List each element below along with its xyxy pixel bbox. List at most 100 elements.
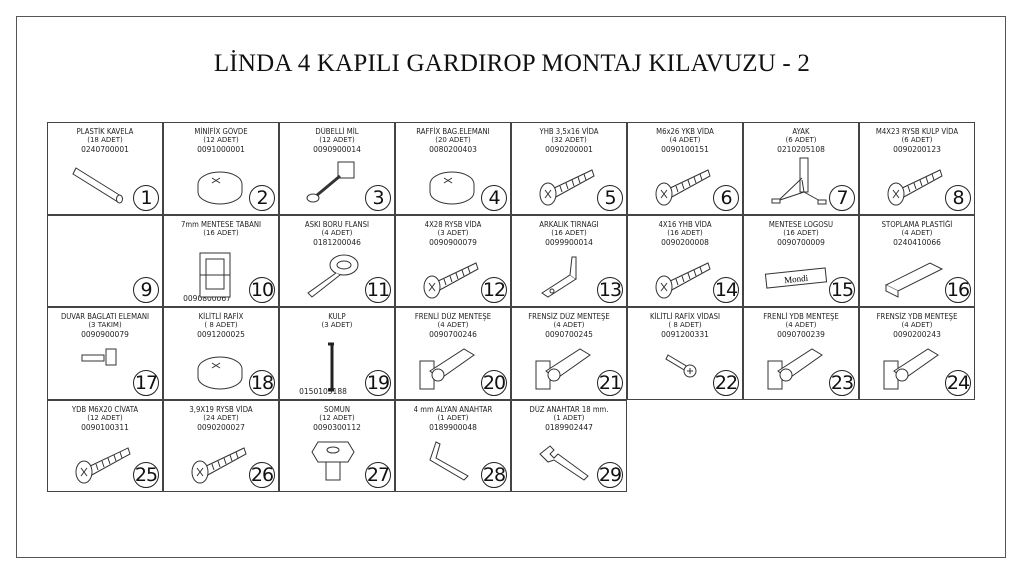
part-code: 0090200243 xyxy=(893,330,941,339)
part-code: 0210205108 xyxy=(777,145,825,154)
part-name: SOMUN xyxy=(324,404,350,414)
part-number-badge: 7 xyxy=(829,184,855,211)
part-code: 0090800067 xyxy=(183,294,231,303)
part-number-badge: 25 xyxy=(133,462,159,488)
small-screw-icon xyxy=(665,354,697,378)
part-name: DUVAR BAGLATI ELEMANI xyxy=(60,312,150,321)
part-number-badge: 2 xyxy=(249,184,275,211)
screw-icon xyxy=(191,446,247,483)
part-quantity: (16 ADET) xyxy=(203,228,239,237)
part-code: 0090900079 xyxy=(81,330,129,339)
part-name: STOPLAMA PLASTİĞİ xyxy=(881,219,953,229)
part-name: 3,9X19 RYSB VİDA xyxy=(189,404,253,414)
part-code: 0099900014 xyxy=(545,237,593,247)
part-code: 0090100151 xyxy=(661,145,709,154)
logo-text: Mondi xyxy=(784,272,809,285)
part-name: FRENSİZ YDB MENTEŞE xyxy=(876,312,958,321)
part-cell-29: DÜZ ANAHTAR 18 mm.(1 ADET)0189902447 29 xyxy=(511,399,627,492)
page-title: LİNDA 4 KAPILI GARDIROP MONTAJ KILAVUZU … xyxy=(213,50,811,77)
part-code: 0090200027 xyxy=(197,422,245,432)
part-quantity: (4 ADET) xyxy=(785,321,817,329)
screw-icon xyxy=(539,169,595,206)
part-quantity: (4 ADET) xyxy=(553,321,585,329)
part-code: 0090100311 xyxy=(81,422,129,432)
part-code: 0090700246 xyxy=(429,330,477,339)
part-code: 0091200331 xyxy=(661,330,709,339)
part-number-badge: 6 xyxy=(713,184,739,211)
part-code: 0189902447 xyxy=(545,422,593,432)
part-name: ASKI BORU FLANSI xyxy=(304,219,370,229)
part-number-badge: 20 xyxy=(481,369,507,396)
part-quantity: (4 ADET) xyxy=(321,228,353,237)
part-name: YDB M6X20 CİVATA xyxy=(71,404,139,414)
part-quantity: (18 ADET) xyxy=(87,136,123,144)
part-number-badge: 29 xyxy=(597,462,623,488)
part-code: 0090900014 xyxy=(313,145,361,154)
part-number-badge: 21 xyxy=(597,369,623,396)
part-quantity: (4 ADET) xyxy=(901,228,933,237)
part-number-badge: 15 xyxy=(829,277,855,303)
bracket-icon xyxy=(541,256,577,298)
part-name: DÜZ ANAHTAR 18 mm. xyxy=(529,404,609,414)
part-quantity: (12 ADET) xyxy=(319,136,355,144)
hinge-icon xyxy=(767,348,823,390)
logo-plate-icon: Mondi xyxy=(764,266,828,289)
part-name: AYAK xyxy=(792,127,810,136)
part-quantity: (12 ADET) xyxy=(87,413,123,422)
part-quantity: (6 ADET) xyxy=(785,136,817,144)
part-cell-9: 9 xyxy=(47,214,163,307)
screw-icon xyxy=(655,261,711,298)
part-quantity: (4 ADET) xyxy=(669,136,701,144)
part-quantity: (12 ADET) xyxy=(319,413,355,422)
part-code: 0090700245 xyxy=(545,330,593,339)
screw-icon xyxy=(887,169,943,206)
page-frame xyxy=(16,16,1006,558)
nut-icon xyxy=(311,441,355,480)
part-number-badge: 12 xyxy=(481,277,507,303)
part-quantity: (3 TAKIM) xyxy=(88,321,122,329)
part-number-badge: 1 xyxy=(133,184,159,211)
flange-icon xyxy=(307,254,359,298)
part-code: 0080200403 xyxy=(429,145,477,154)
part-name: MİNİFİX GÖVDE xyxy=(194,127,248,136)
part-name: ARKALIK TIRNAGI xyxy=(539,219,599,229)
part-name: 4 mm ALYAN ANAHTAR xyxy=(413,404,493,414)
part-name: FRENLİ YDB MENTEŞE xyxy=(763,312,839,321)
wall-fix-icon xyxy=(81,348,117,366)
part-code: 0091200025 xyxy=(197,330,245,339)
part-quantity: (1 ADET) xyxy=(553,413,585,422)
part-code: 0090200001 xyxy=(545,145,593,154)
part-quantity: (12 ADET) xyxy=(203,136,239,144)
part-number-badge: 10 xyxy=(249,277,275,303)
part-quantity: (16 ADET) xyxy=(783,228,819,237)
part-quantity: (6 ADET) xyxy=(901,136,933,144)
part-number-badge: 14 xyxy=(713,277,739,303)
part-number-badge: 27 xyxy=(365,462,391,488)
part-code: 0240410066 xyxy=(893,237,941,247)
part-name: M4X23 RYSB KULP VİDA xyxy=(875,127,959,136)
part-number-badge: 17 xyxy=(133,369,159,396)
leg-icon xyxy=(771,157,827,205)
wrench-icon xyxy=(539,444,589,481)
part-number-badge: 22 xyxy=(713,369,739,396)
part-code: 0189900048 xyxy=(429,422,477,432)
part-number-badge: 16 xyxy=(945,277,971,303)
part-cell-25: YDB M6X20 CİVATA(12 ADET)0090100311 25 xyxy=(47,399,163,492)
screw-icon xyxy=(75,446,131,483)
part-code: 0090200123 xyxy=(893,145,941,154)
